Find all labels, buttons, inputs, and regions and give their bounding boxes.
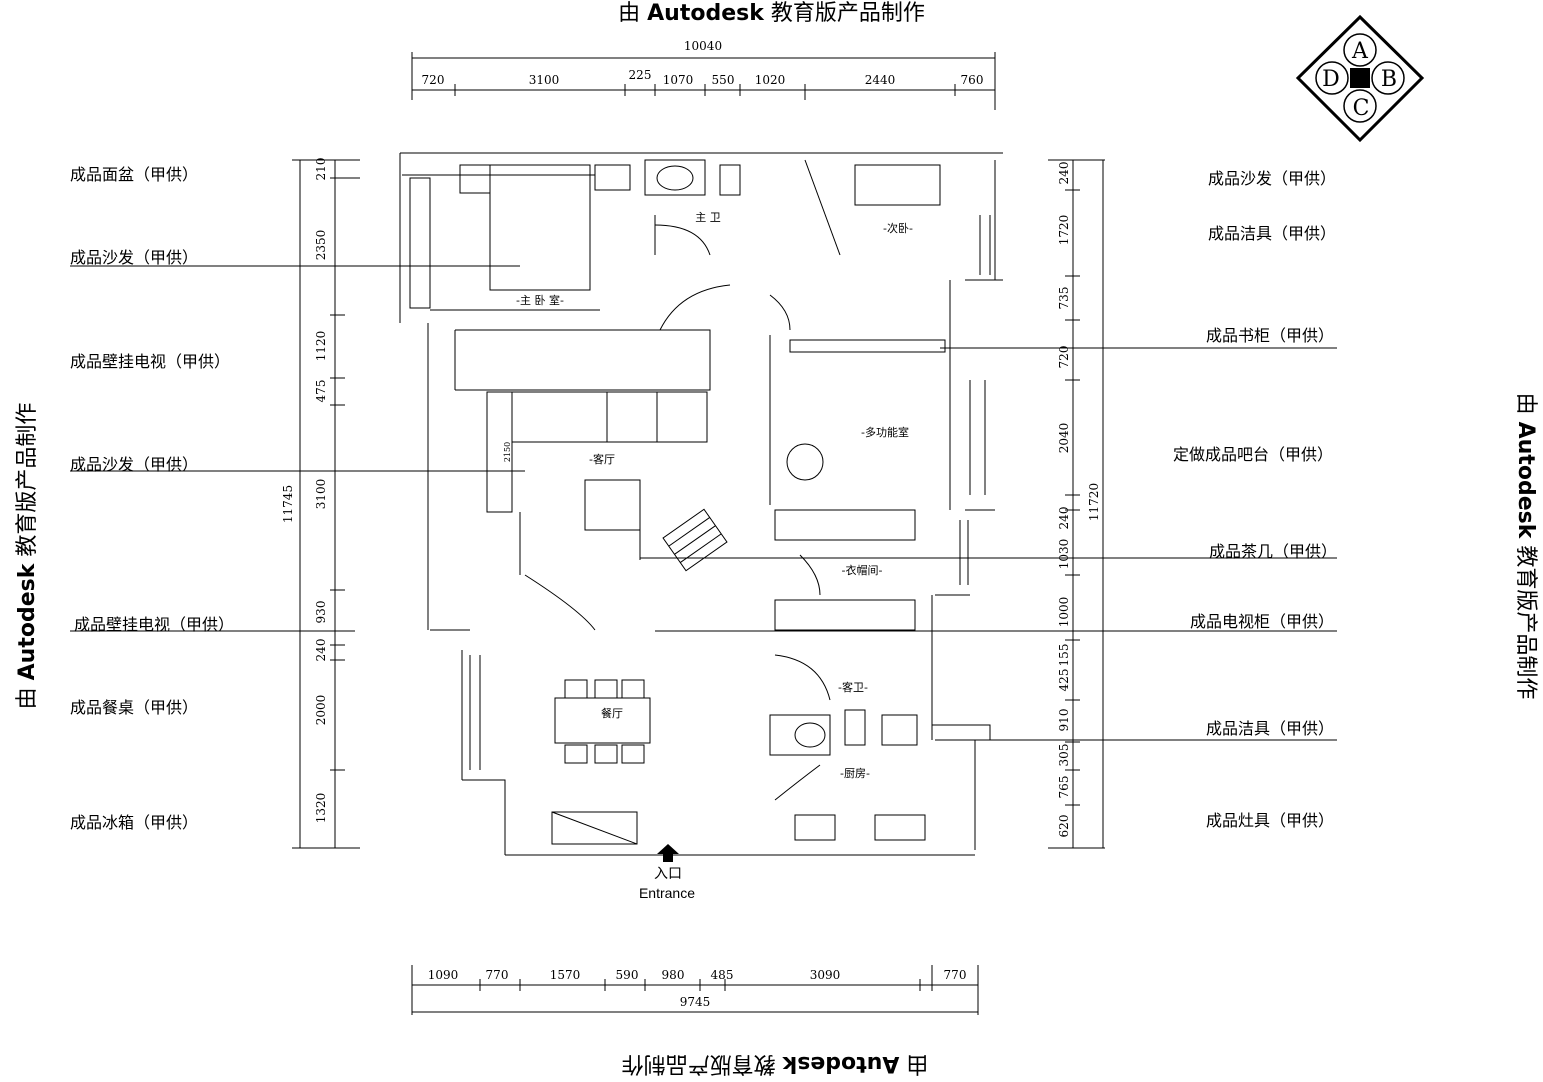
right-label-tv-cabinet: 成品电视柜（甲供） [1190, 612, 1335, 631]
room-multi-function: -多功能室 [861, 425, 909, 439]
compass-icon: A B C D [1295, 14, 1425, 143]
left-label-tv-2: 成品壁挂电视（甲供） [74, 615, 235, 634]
room-cloakroom: -衣帽间- [842, 563, 883, 577]
entrance-label-cn: 入口 [654, 865, 682, 881]
dim-right-5: 240 [1057, 507, 1071, 530]
dim-top-0: 720 [422, 73, 445, 87]
watermark-top: 由 Autodesk 教育版产品制作 [618, 1, 925, 26]
dim-left-8: 1320 [314, 793, 328, 824]
dim-right-0: 240 [1057, 162, 1071, 185]
dim-right-12: 765 [1057, 776, 1071, 799]
left-label-dining-table: 成品餐桌（甲供） [70, 698, 199, 717]
compass-b: B [1381, 67, 1397, 92]
dim-top-4: 550 [712, 73, 735, 87]
room-master-bath: 主 卫 [695, 211, 721, 224]
right-label-sanitary-1: 成品洁具（甲供） [1208, 224, 1337, 243]
room-master-bedroom: -主 卧 室- [516, 293, 564, 307]
dim-right-13: 620 [1057, 815, 1071, 838]
compass-d: D [1322, 67, 1340, 92]
dim-right-1: 1720 [1057, 215, 1071, 246]
dim-right-7: 1000 [1057, 597, 1071, 628]
dim-right-2: 735 [1057, 287, 1071, 310]
left-label-sofa-2: 成品沙发（甲供） [70, 455, 199, 474]
dim-bottom-4: 980 [662, 968, 685, 982]
dim-bottom-2: 1570 [550, 968, 581, 982]
room-guest-bath: -客卫- [838, 680, 868, 694]
dim-left-inner: 2150 [503, 442, 512, 462]
dim-left-3: 475 [314, 380, 328, 403]
dim-top-2: 225 [629, 68, 652, 82]
dim-bottom-7: 770 [944, 968, 967, 982]
dim-left-6: 240 [314, 639, 328, 662]
left-label-basin: 成品面盆（甲供） [70, 165, 199, 184]
dim-left-total: 11745 [281, 485, 295, 523]
dim-top-5: 1020 [755, 73, 786, 87]
dim-right-10: 910 [1057, 709, 1071, 732]
compass-a: A [1351, 39, 1369, 64]
right-label-sofa: 成品沙发（甲供） [1208, 169, 1337, 188]
dim-left-5: 930 [314, 601, 328, 624]
dim-top-3: 1070 [663, 73, 694, 87]
dim-bottom-0: 1090 [428, 968, 459, 982]
room-living: -客厅 [589, 452, 615, 466]
dim-top-6: 2440 [865, 73, 896, 87]
right-label-tea-table: 成品茶几（甲供） [1209, 542, 1338, 561]
dim-left-2: 1120 [314, 331, 328, 362]
right-label-sanitary-2: 成品洁具（甲供） [1206, 719, 1335, 738]
entrance-arrow-icon [657, 844, 679, 862]
dim-top-total: 10040 [684, 39, 722, 53]
right-label-bookcase: 成品书柜（甲供） [1206, 326, 1335, 345]
room-dining: 餐厅 [601, 706, 623, 720]
dim-left-4: 3100 [314, 479, 328, 510]
dim-bottom-3: 590 [616, 968, 639, 982]
dim-left-0: 210 [314, 158, 328, 181]
left-label-sofa-1: 成品沙发（甲供） [70, 248, 199, 267]
right-label-bar: 定做成品吧台（甲供） [1173, 445, 1334, 464]
dim-right-total: 11720 [1087, 483, 1101, 521]
compass-c: C [1353, 96, 1370, 121]
dim-bottom-1: 770 [486, 968, 509, 982]
dim-left-7: 2000 [314, 695, 328, 726]
left-label-fridge: 成品冰箱（甲供） [70, 813, 199, 832]
dim-right-8: 425 [1057, 669, 1071, 692]
dim-right-9: 155 [1057, 644, 1071, 667]
dim-top-1: 3100 [529, 73, 560, 87]
entrance-label-en: Entrance [639, 885, 695, 901]
dim-top-7: 760 [961, 73, 984, 87]
dim-bottom-total: 9745 [680, 995, 711, 1009]
dim-right-6: 1030 [1057, 539, 1071, 570]
dim-bottom-5: 485 [711, 968, 734, 982]
dim-right-11: 305 [1057, 744, 1071, 767]
dim-right-3: 720 [1057, 346, 1071, 369]
room-kitchen: -厨房- [840, 767, 870, 780]
room-second-bedroom: -次卧- [883, 221, 913, 235]
dim-right-4: 2040 [1057, 423, 1071, 454]
left-label-tv-1: 成品壁挂电视（甲供） [70, 352, 231, 371]
dim-bottom-6: 3090 [810, 968, 841, 982]
dim-left-1: 2350 [314, 230, 328, 261]
right-label-stove: 成品灶具（甲供） [1206, 811, 1335, 830]
